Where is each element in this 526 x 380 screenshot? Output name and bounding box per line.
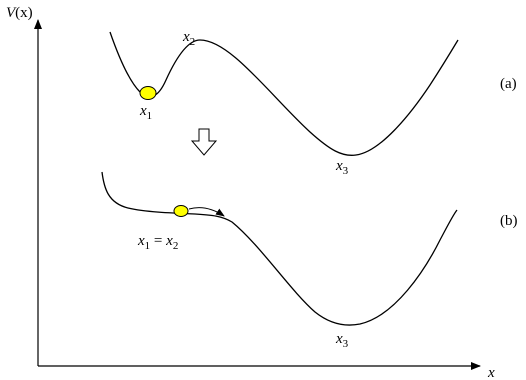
particle-ball-b xyxy=(173,205,189,217)
label-x3-b: x3 xyxy=(335,331,349,350)
hollow-down-arrow-icon xyxy=(190,128,218,156)
x-axis-label: x xyxy=(487,365,495,380)
label-x1-a: x1 xyxy=(139,103,152,122)
y-axis-label: V(x) xyxy=(6,5,33,21)
particle-ball-a xyxy=(139,86,157,100)
panel-tag-a: (a) xyxy=(500,76,517,92)
label-x1-eq-x2-b: x1 = x2 xyxy=(137,233,178,252)
potential-curve-a xyxy=(109,31,459,156)
motion-arrow xyxy=(188,207,225,217)
potential-curve-b xyxy=(101,171,458,326)
label-x3-a: x3 xyxy=(335,158,349,177)
label-x2-a: x2 xyxy=(182,29,195,48)
panel-tag-b: (b) xyxy=(500,213,518,229)
